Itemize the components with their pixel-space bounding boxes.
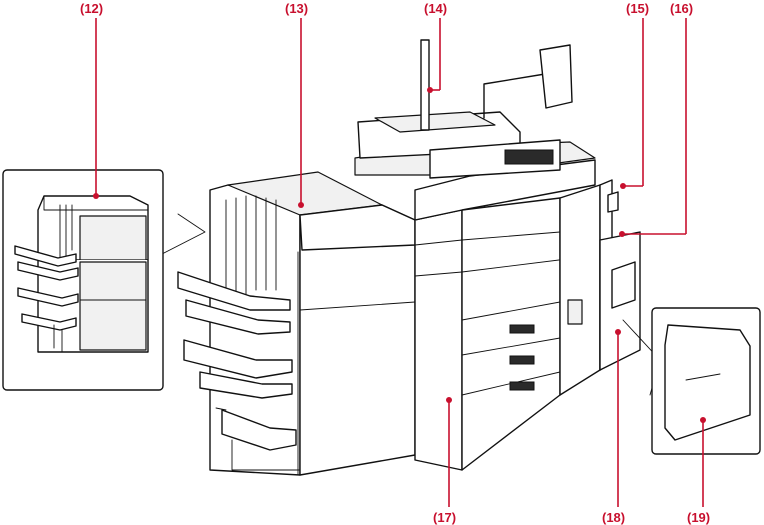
callout-15: (15) [626,1,649,16]
callout-12: (12) [80,1,103,16]
finisher-unit [177,171,416,476]
inset-finisher-detail [2,169,206,391]
large-capacity-tray [599,191,641,371]
callout-19: (19) [687,510,710,525]
callout-leaders [93,18,706,507]
callout-17: (17) [433,510,456,525]
inset-tray-detail [622,307,761,455]
callout-14: (14) [424,1,447,16]
printer-main-body [354,39,613,471]
callout-18: (18) [602,510,625,525]
callout-16: (16) [670,1,693,16]
callout-13: (13) [285,1,308,16]
callout-labels: (12) (13) (14) (15) (16) (17) (18) (19) [80,1,710,525]
